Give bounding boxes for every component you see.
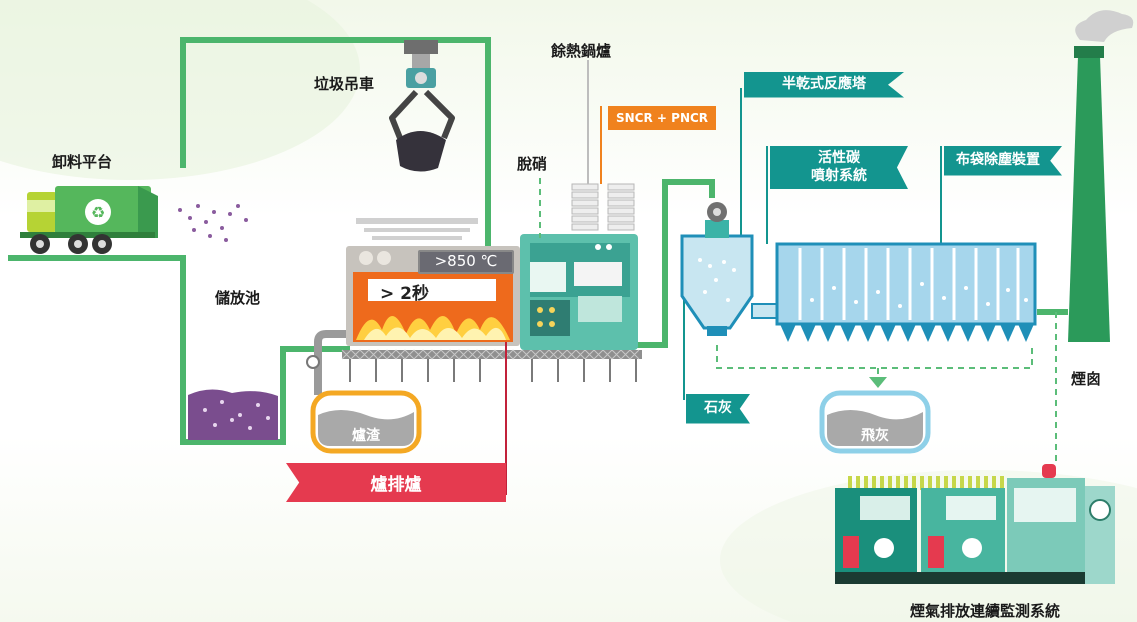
tag-sncr-pncr: SNCR + PNCR — [608, 106, 717, 130]
tag-activated-carbon: 活性碳 噴射系統 — [770, 146, 908, 189]
tag-lime: 石灰 — [686, 394, 750, 424]
falling-garbage-dots — [178, 204, 248, 242]
grate-conveyor — [341, 349, 642, 382]
tag-activated-carbon-line2: 噴射系統 — [811, 167, 867, 184]
tag-furnace-out: 爐排爐 — [286, 463, 506, 502]
semi-dry-reaction-tower — [680, 202, 754, 336]
building-outline — [8, 37, 1068, 445]
crane-claw-icon — [389, 40, 455, 172]
tag-activated-carbon-line1: 活性碳 — [818, 150, 860, 166]
dashed-leader-lines — [539, 178, 1057, 462]
label-denitrification: 脫硝 — [517, 155, 548, 173]
hopper — [356, 218, 478, 240]
furnace-temperature: >850 ℃ — [418, 250, 514, 274]
valve-icon — [306, 355, 320, 369]
slag-bin — [310, 390, 422, 454]
slag-label: 爐渣 — [352, 428, 380, 444]
tag-leader-lines — [683, 88, 942, 400]
garbage-truck-icon — [20, 186, 158, 254]
fly-ash-arrow-icon — [869, 377, 887, 388]
furnace-residence-time: > 2秒 — [368, 279, 496, 304]
slag-pipe — [314, 330, 350, 395]
label-unloading-platform: 卸料平台 — [52, 153, 113, 171]
tag-baghouse: 布袋除塵裝置 — [944, 146, 1062, 176]
waste-heat-boiler — [520, 183, 638, 350]
baghouse — [775, 242, 1037, 342]
label-chimney: 煙囪 — [1071, 370, 1102, 388]
fly-ash-label: 飛灰 — [861, 428, 889, 444]
chimney — [1068, 10, 1134, 342]
tag-semi-dry-tower: 半乾式反應塔 — [744, 72, 904, 98]
label-waste-heat-boiler: 餘熱鍋爐 — [551, 42, 612, 60]
label-storage-pit: 儲放池 — [215, 289, 261, 307]
duct — [751, 303, 779, 319]
fly-ash-bin — [819, 390, 931, 454]
storage-pit-garbage — [188, 389, 278, 440]
recycle-icon: ♻ — [91, 203, 105, 222]
label-cems: 煙氣排放連續監測系統 — [909, 602, 1060, 620]
label-garbage-crane: 垃圾吊車 — [314, 75, 375, 93]
cems-cabinet — [835, 464, 1115, 584]
